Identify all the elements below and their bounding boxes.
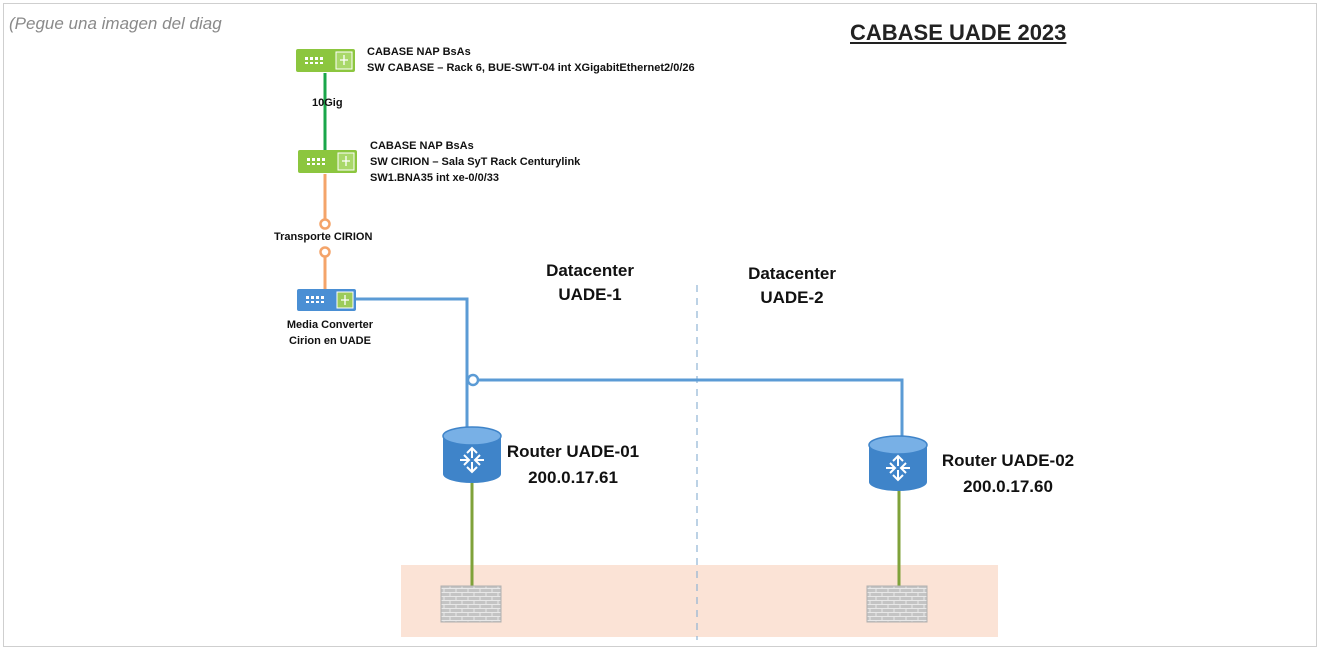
link-junction	[466, 373, 480, 387]
datacenter-2-line2: UADE-2	[760, 288, 824, 307]
transport-label: Transporte CIRION	[274, 231, 373, 243]
link-converter-to-router1	[356, 297, 469, 430]
router-2-ip: 200.0.17.60	[963, 477, 1053, 496]
firewall-1-icon	[440, 585, 502, 623]
datacenter-1-line1: Datacenter	[546, 261, 634, 280]
diagram-title: CABASE UADE 2023	[850, 20, 1067, 45]
placeholder-text: (Pegue una imagen del diag	[9, 14, 222, 33]
media-converter-icon	[297, 289, 356, 311]
switch-cirion-line3: SW1.BNA35 int xe-0/0/33	[370, 172, 499, 184]
router-2-icon	[868, 435, 928, 491]
link-10gig-label: 10Gig	[312, 97, 343, 109]
router-1-icon	[442, 426, 502, 483]
document-frame	[3, 3, 1317, 647]
datacenter-1-line2: UADE-1	[558, 285, 622, 304]
switch-cirion-icon	[298, 150, 357, 173]
router-2-name: Router UADE-02	[941, 451, 1075, 470]
media-converter-line1: Media Converter	[286, 319, 374, 331]
link-backbone	[467, 378, 904, 438]
switch-cirion-line2: SW CIRION – Sala SyT Rack Centurylink	[370, 156, 581, 168]
switch-cabase-line1: CABASE NAP BsAs	[367, 46, 471, 58]
datacenter-2-label: Datacenter UADE-2	[732, 262, 852, 310]
firewall-2-icon	[866, 585, 928, 623]
media-converter-label: Media Converter Cirion en UADE	[275, 317, 385, 349]
switch-cabase-icon	[296, 49, 355, 72]
router-2-label: Router UADE-02 200.0.17.60	[933, 448, 1083, 500]
link-transport-endpoint-top	[319, 218, 331, 230]
router-1-name: Router UADE-01	[506, 442, 640, 461]
switch-cirion-label: CABASE NAP BsAs SW CIRION – Sala SyT Rac…	[370, 138, 580, 186]
router-1-ip: 200.0.17.61	[528, 468, 618, 487]
router-1-label: Router UADE-01 200.0.17.61	[498, 439, 648, 491]
datacenter-2-line1: Datacenter	[748, 264, 836, 283]
link-transport-endpoint-bottom	[319, 246, 331, 258]
datacenter-1-label: Datacenter UADE-2 UADE-1	[530, 259, 650, 307]
switch-cabase-line2: SW CABASE – Rack 6, BUE-SWT-04 int XGiga…	[367, 62, 695, 74]
media-converter-line2: Cirion en UADE	[289, 335, 371, 347]
switch-cirion-line1: CABASE NAP BsAs	[370, 140, 474, 152]
switch-cabase-label: CABASE NAP BsAs SW CABASE – Rack 6, BUE-…	[367, 44, 695, 76]
